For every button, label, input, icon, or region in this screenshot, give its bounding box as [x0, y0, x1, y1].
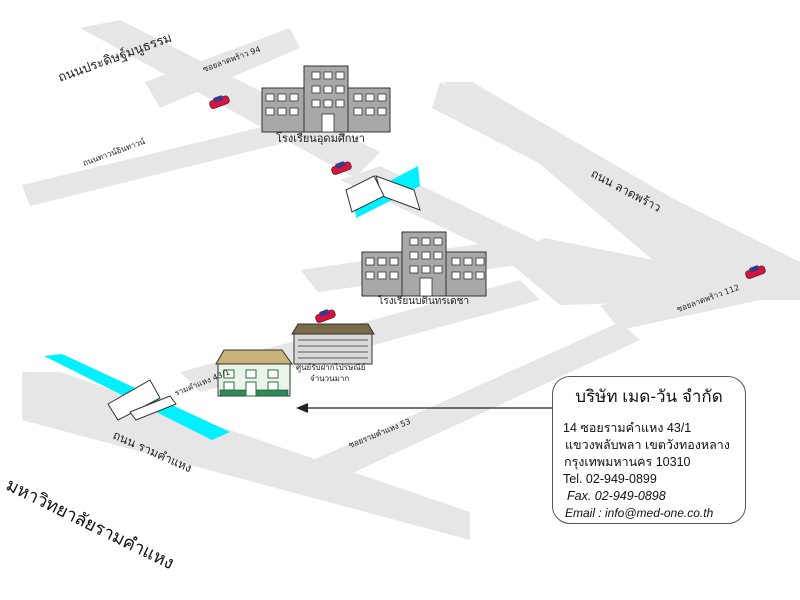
fax: Fax. 02-949-0898 [567, 489, 666, 503]
road-soi-lat94 [145, 28, 300, 108]
road-soi-lat112 [500, 238, 762, 305]
bridge-icon [107, 379, 177, 421]
car-icon [745, 265, 766, 279]
place-label-school1: โรงเรียนอุดมศึกษา [276, 131, 365, 145]
place-label-school2: โรงเรียนบดินทรเดชา [378, 294, 469, 307]
telephone: Tel. 02-949-0899 [563, 472, 657, 486]
arrow-icon [296, 403, 553, 413]
place-label-storage1: ศูนย์รับฝากไปรษณีย์ [296, 362, 365, 373]
road-soi-ram53 [300, 322, 640, 488]
car-icon [315, 309, 336, 323]
company-name: บริษัท เมด-วัน จำกัด [575, 387, 723, 406]
place-label-storage2: จำนวนมาก [310, 374, 349, 383]
address-line-1: 14 ซอยรามคำแหง 43/1 [563, 421, 692, 435]
car-icon [209, 95, 230, 109]
building-icon [291, 323, 375, 365]
company-address-box: บริษัท เมด-วัน จำกัด 14 ซอยรามคำแหง 43/1… [552, 376, 746, 524]
car-icon [331, 161, 352, 175]
address-line-3: กรุงเทพมหานคร 10310 [564, 455, 691, 469]
address-line-2: แขวงพลับพลา เขตวังทองหลาง [565, 438, 730, 452]
road-pradit [80, 20, 380, 178]
building-icon [361, 231, 487, 297]
building-icon [261, 65, 391, 133]
bridge-icon [345, 175, 421, 213]
email[interactable]: Email : info@med-one.co.th [565, 506, 714, 520]
house-icon [215, 349, 293, 397]
